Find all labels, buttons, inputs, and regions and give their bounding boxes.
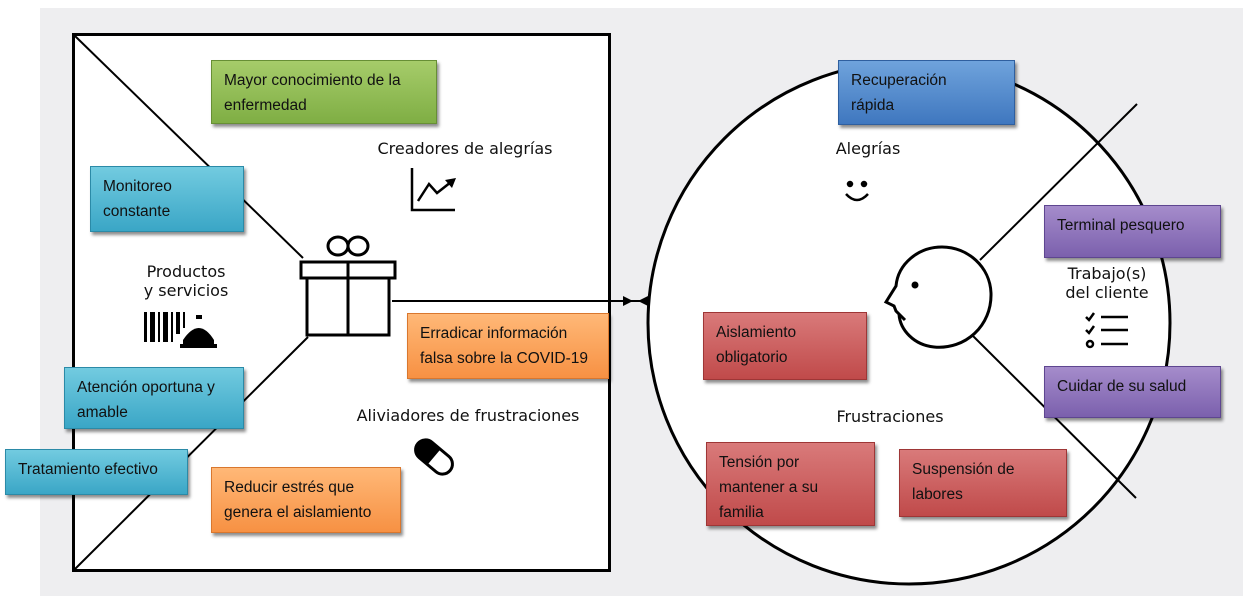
note-mayor-conocimiento: Mayor conocimiento de la enfermedad	[211, 60, 437, 124]
gift-icon	[299, 235, 397, 337]
note-recuperacion-rapida: Recuperación rápida	[838, 60, 1015, 125]
pill-icon	[414, 438, 454, 476]
gains-title: Alegrías	[835, 139, 901, 158]
note-atencion-oportuna: Atención oportuna y amable	[64, 367, 244, 429]
note-terminal-pesquero: Terminal pesquero	[1044, 205, 1221, 258]
note-erradicar-informacion: Erradicar información falsa sobre la COV…	[407, 313, 609, 379]
customer-jobs-title: Trabajo(s) del cliente	[1065, 264, 1149, 302]
note-monitoreo-constante: Monitoreo constante	[90, 166, 244, 232]
smile-icon	[845, 180, 869, 202]
barcode-bell-icon	[144, 312, 217, 348]
growth-chart-icon	[410, 168, 456, 212]
note-tratamiento-efectivo: Tratamiento efectivo	[5, 449, 188, 495]
note-cuidar-salud: Cuidar de su salud	[1044, 366, 1221, 418]
face-icon	[883, 245, 993, 349]
pain-relievers-title: Aliviadores de frustraciones	[356, 406, 580, 425]
arrow-head-right	[623, 296, 633, 306]
pains-title: Frustraciones	[836, 407, 944, 426]
arrow-head-left	[638, 296, 648, 306]
square-diagonal-top	[74, 35, 304, 259]
note-suspension-labores: Suspensión de labores	[899, 449, 1067, 517]
gain-creators-title: Creadores de alegrías	[377, 139, 553, 158]
products-services-title: Productos y servicios	[143, 262, 229, 300]
note-aislamiento-obligatorio: Aislamiento obligatorio	[703, 312, 867, 380]
note-tension-familia: Tensión por mantener a su familia	[706, 442, 875, 526]
checklist-icon	[1085, 312, 1128, 349]
circle-divider-top	[979, 103, 1138, 261]
note-reducir-estres: Reducir estrés que genera el aislamiento	[211, 467, 401, 533]
square-diagonal-bottom	[74, 336, 309, 570]
